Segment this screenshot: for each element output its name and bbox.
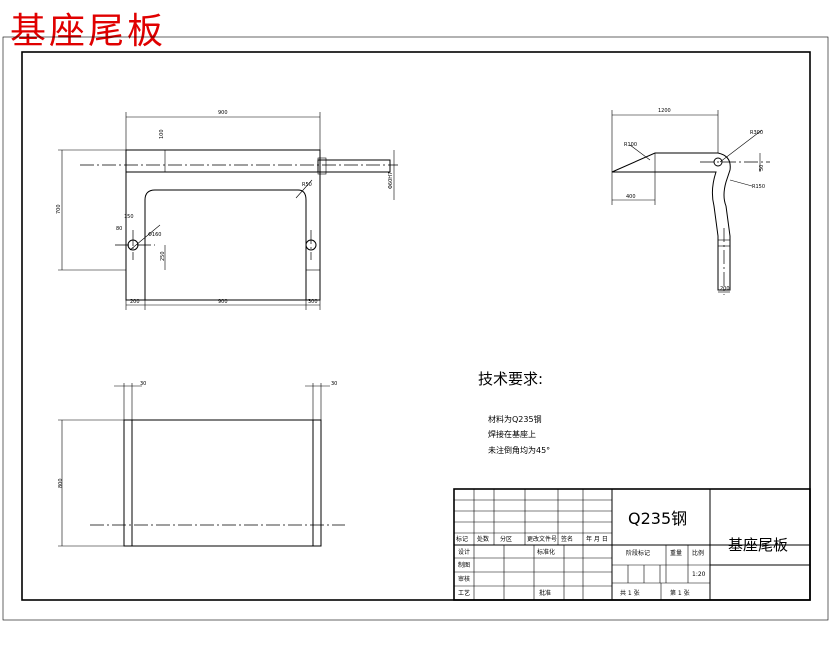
dim-side-right-r: R300 [750, 130, 763, 136]
note-line-1: 材料为Q235钢 [488, 414, 542, 424]
dim-bottom-h: 800 [58, 478, 64, 488]
tb-count: 处数 [477, 535, 489, 543]
tb-standard: 标准化 [537, 548, 555, 556]
dim-bottom-l: 30 [140, 381, 146, 387]
drawing-title: 基座尾板 [10, 11, 167, 52]
note-line-2: 焊接在基座上 [488, 429, 536, 439]
dim-side-bottom: 200 [720, 286, 730, 292]
tb-change: 更改文件号 [527, 535, 557, 543]
technical-notes: 技术要求: 材料为Q235钢 焊接在基座上 未注倒角均为45° [478, 370, 550, 455]
tb-scale: 1:20 [692, 571, 706, 578]
dim-front-hole-h: 250 [160, 251, 166, 261]
tb-mark: 标记 [456, 535, 468, 543]
bottom-view: 30 30 800 [58, 381, 345, 547]
dim-side-left-w: 400 [626, 194, 636, 200]
tb-zone: 分区 [500, 535, 512, 543]
dim-front-r: R50 [302, 182, 312, 188]
sheet-inner-border [21, 51, 811, 601]
tb-sheet: 第 1 张 [670, 589, 690, 597]
dim-front-left-h: 700 [56, 204, 62, 214]
dim-front-b2: 900 [218, 299, 228, 305]
tb-draw: 制图 [458, 561, 470, 569]
tb-approve: 批准 [539, 589, 551, 597]
sheet-outer-border [2, 36, 829, 621]
tb-process: 工艺 [458, 589, 470, 597]
dim-front-top: 900 [218, 110, 228, 116]
dim-side-r2: R150 [752, 184, 765, 190]
dim-front-shaft: Φ60H7 [388, 172, 394, 189]
dim-side-left-r: R100 [624, 142, 637, 148]
notes-heading: 技术要求: [478, 370, 543, 388]
dim-front-hole-off: 150 [124, 214, 134, 220]
dim-front-b3: 300 [308, 299, 318, 305]
tb-sign: 签名 [561, 535, 573, 543]
side-view: 1200 R100 R300 R150 50 400 200 [611, 108, 770, 295]
title-block: Q235钢 基座尾板 标记 处数 分区 更改文件号 签名 年 月 日 设计 标准… [453, 488, 811, 601]
tb-sheets: 共 1 张 [620, 589, 640, 597]
tb-ratio: 比例 [692, 549, 704, 557]
dim-bottom-r: 30 [331, 381, 337, 387]
tb-weight: 重量 [670, 549, 682, 557]
title-block-name: 基座尾板 [728, 536, 788, 554]
note-line-3: 未注倒角均为45° [488, 445, 550, 455]
dim-front-b1: 200 [130, 299, 140, 305]
dim-side-h: 50 [759, 165, 765, 171]
front-view: 900 100 700 R50 Φ160 150 250 80 Φ60H7 20… [56, 110, 398, 310]
title-block-material: Q235钢 [628, 509, 687, 528]
tb-stage: 阶段标记 [626, 549, 650, 557]
dim-front-small: 80 [116, 226, 122, 232]
dim-front-hole-d: Φ160 [148, 232, 161, 238]
tb-design: 设计 [458, 548, 470, 556]
dim-side-top: 1200 [658, 108, 671, 114]
tb-check: 审核 [458, 575, 470, 583]
dim-front-tab-h: 100 [159, 129, 165, 139]
tb-date: 年 月 日 [586, 535, 608, 543]
